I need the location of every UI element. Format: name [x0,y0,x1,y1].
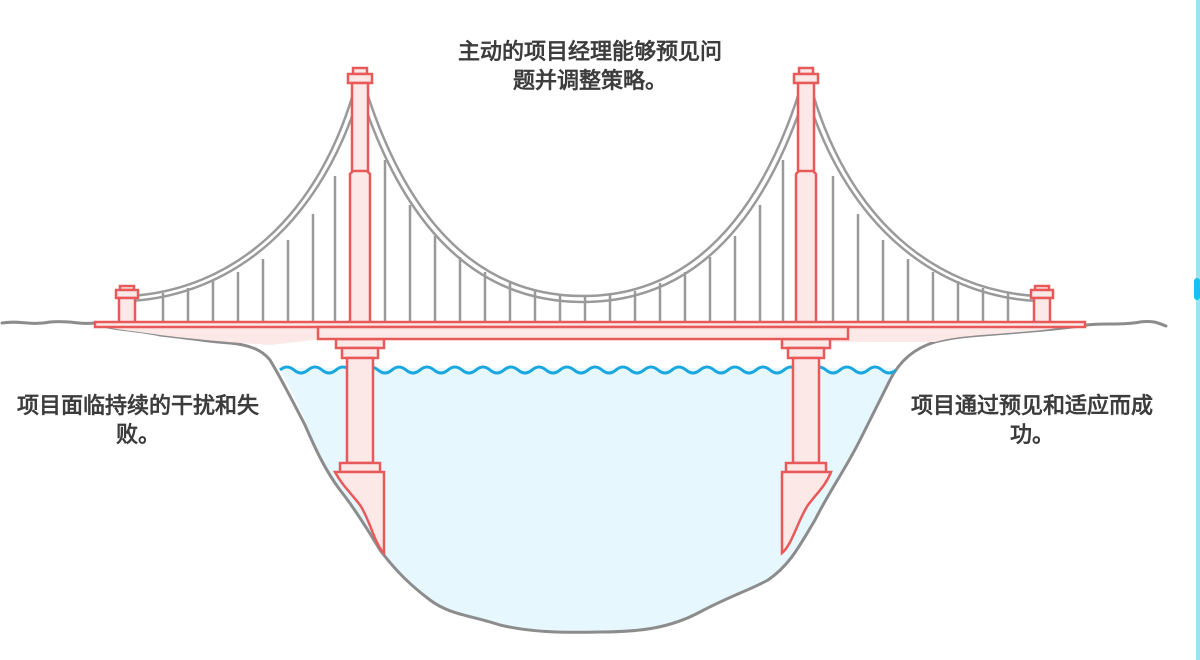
main-cables [129,79,1037,304]
scrollbar-handle[interactable] [1194,278,1200,300]
hanger-cables [161,160,1010,323]
riverbank-outline [0,320,1168,634]
label-project-failure: 项目面临持续的干扰和失败。 [16,394,259,448]
left-end-post [114,284,140,325]
left-tower [332,66,386,556]
left-abutment [95,323,345,345]
scrollbar-track[interactable] [1196,0,1200,660]
bridge-deck [93,320,1087,341]
label-project-success: 项目通过预见和适应而成功。 [910,394,1153,448]
water-basin [280,368,895,633]
right-tower [780,66,833,556]
right-end-post [1029,284,1055,325]
label-proactive-manager: 主动的项目经理能够预见问题并调整策略。 [457,40,722,94]
